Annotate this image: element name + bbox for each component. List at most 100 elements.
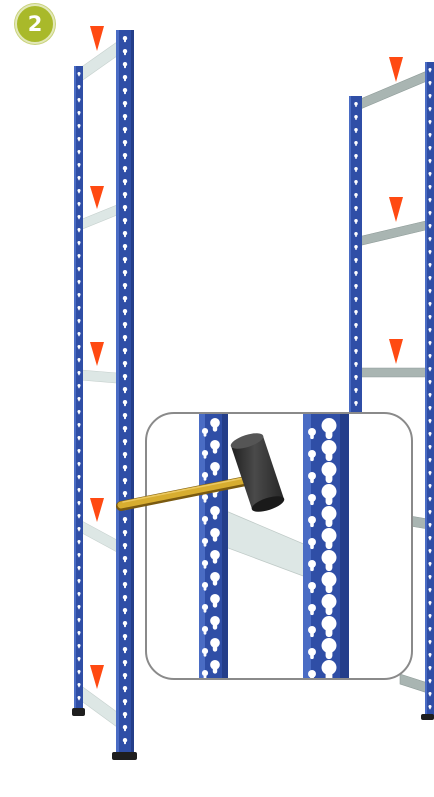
keyhole-slot <box>354 362 358 366</box>
keyhole-slot-stem <box>429 407 431 411</box>
keyhole-slot-stem <box>124 363 126 368</box>
keyhole-slot-stem <box>325 535 333 550</box>
keyhole-slot-stem <box>124 298 126 303</box>
step-number-badge: 2 <box>15 4 55 44</box>
keyhole-slot <box>428 458 432 462</box>
keyhole-slot-stem <box>429 147 431 151</box>
keyhole-slot <box>77 397 81 401</box>
right-front-upright <box>421 62 434 720</box>
keyhole-slot-stem <box>124 636 126 641</box>
keyhole-slot <box>354 323 358 327</box>
keyhole-slot-stem <box>78 268 80 272</box>
keyhole-slot-stem <box>124 480 126 485</box>
keyhole-slot <box>354 127 358 132</box>
left-back-upright <box>72 66 85 716</box>
keyhole-slot-stem <box>124 324 126 329</box>
keyhole-slot-stem <box>310 519 314 528</box>
keyhole-slot-stem <box>429 95 431 99</box>
left-back-foot <box>72 708 85 716</box>
keyhole-slot-stem <box>355 103 357 107</box>
keyhole-slot-stem <box>78 645 80 649</box>
keyhole-slot-stem <box>78 307 80 311</box>
keyhole-slot-stem <box>78 255 80 259</box>
keyhole-slot-stem <box>355 116 357 120</box>
keyhole-slot-stem <box>355 350 357 354</box>
keyhole-slot-stem <box>78 112 80 116</box>
keyhole-slot-stem <box>78 658 80 662</box>
keyhole-slot-stem <box>429 225 431 229</box>
keyhole-slot-stem <box>203 585 207 591</box>
keyhole-slot-stem <box>325 447 333 462</box>
keyhole-slot-stem <box>212 642 218 652</box>
keyhole-slot <box>77 358 81 362</box>
keyhole-slot-stem <box>355 285 357 289</box>
keyhole-slot <box>354 310 358 314</box>
keyhole-slot-stem <box>429 108 431 112</box>
keyhole-slot-stem <box>78 138 80 142</box>
keyhole-slot <box>210 638 220 648</box>
keyhole-slot-stem <box>78 294 80 298</box>
keyhole-slot <box>321 462 337 477</box>
keyhole-slot <box>210 572 220 582</box>
keyhole-slot-stem <box>429 563 431 567</box>
keyhole-slot-stem <box>212 664 218 674</box>
keyhole-slot-stem <box>124 649 126 654</box>
keyhole-slot <box>77 254 81 258</box>
keyhole-slot-stem <box>429 706 431 710</box>
keyhole-slot-stem <box>78 684 80 688</box>
keyhole-slot-stem <box>124 402 126 407</box>
keyhole-slot <box>77 449 81 453</box>
beam-level-5 <box>79 684 118 728</box>
keyhole-slot-stem <box>429 394 431 398</box>
keyhole-slot-stem <box>124 220 126 225</box>
keyhole-slot-stem <box>203 607 207 613</box>
keyhole-slot-stem <box>124 259 126 264</box>
keyhole-slot-stem <box>325 667 333 679</box>
keyhole-slot <box>210 660 220 670</box>
keyhole-slot-stem <box>429 251 431 255</box>
keyhole-slot-stem <box>78 242 80 246</box>
keyhole-slot-stem <box>78 580 80 584</box>
keyhole-slot-stem <box>78 671 80 675</box>
keyhole-slot-stem <box>78 398 80 402</box>
keyhole-slot-stem <box>124 155 126 160</box>
keyhole-slot-stem <box>124 272 126 277</box>
keyhole-slot-stem <box>355 272 357 276</box>
keyhole-slot-stem <box>203 629 207 635</box>
keyhole-slot-stem <box>355 142 357 146</box>
keyhole-slot-stem <box>212 620 218 630</box>
keyhole-slot <box>77 371 81 375</box>
step-number: 2 <box>27 11 43 36</box>
keyhole-slot-stem <box>310 453 314 462</box>
keyhole-slot <box>77 72 81 76</box>
keyhole-slot-stem <box>429 342 431 346</box>
keyhole-slot-stem <box>124 64 126 69</box>
keyhole-slot <box>428 328 432 332</box>
keyhole-slot <box>201 538 209 545</box>
red-down-arrow-icon <box>90 498 104 522</box>
keyhole-slot-stem <box>429 576 431 580</box>
keyhole-slot-stem <box>78 463 80 467</box>
keyhole-slot-stem <box>325 491 333 506</box>
keyhole-slot-stem <box>124 376 126 381</box>
keyhole-slot-stem <box>325 601 333 616</box>
keyhole-slot-stem <box>124 415 126 420</box>
keyhole-slot-stem <box>203 651 207 657</box>
keyhole-slot <box>354 388 358 392</box>
keyhole-slot-stem <box>78 385 80 389</box>
keyhole-slot-stem <box>310 651 314 660</box>
keyhole-slot <box>308 604 316 612</box>
keyhole-slot <box>308 648 316 656</box>
keyhole-slot-stem <box>124 532 126 537</box>
keyhole-slot-stem <box>203 541 207 547</box>
keyhole-slot-stem <box>212 510 218 520</box>
keyhole-slot-stem <box>429 420 431 424</box>
red-down-arrow-icon <box>90 665 104 689</box>
keyhole-slot-stem <box>78 528 80 532</box>
keyhole-slot <box>77 124 81 128</box>
keyhole-slot-stem <box>429 160 431 164</box>
keyhole-slot <box>428 445 432 449</box>
keyhole-slot <box>77 436 81 440</box>
keyhole-slot-stem <box>124 688 126 693</box>
keyhole-slot <box>201 560 209 567</box>
